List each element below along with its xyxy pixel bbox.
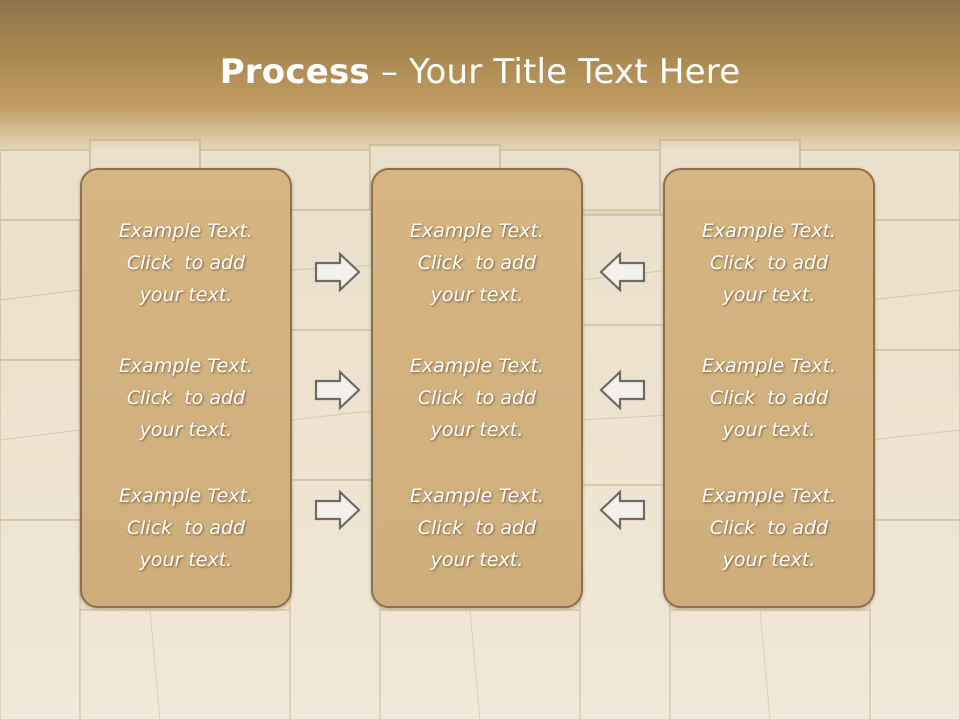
right-arrow-icon	[314, 251, 362, 293]
text-line: Click to add	[709, 517, 829, 539]
text-line: Example Text.	[701, 220, 837, 242]
slide-title[interactable]: Process – Your Title Text Here	[0, 52, 960, 92]
text-line: Example Text.	[701, 355, 837, 377]
text-line: your text.	[139, 419, 233, 441]
text-line: Click to add	[417, 252, 537, 274]
process-panel-left: Example Text. Click to add your text. Exam…	[80, 168, 292, 608]
text-placeholder[interactable]: Example Text. Click to add your text.	[373, 480, 581, 576]
text-line: Click to add	[417, 387, 537, 409]
text-line: Example Text.	[409, 355, 545, 377]
text-line: Click to add	[709, 387, 829, 409]
text-placeholder[interactable]: Example Text. Click to add your text.	[665, 350, 873, 446]
title-bold: Process	[219, 52, 370, 92]
text-line: your text.	[430, 549, 524, 571]
text-placeholder[interactable]: Example Text. Click to add your text.	[373, 350, 581, 446]
text-line: your text.	[139, 549, 233, 571]
text-line: your text.	[722, 549, 816, 571]
left-arrow-icon	[598, 489, 646, 531]
text-line: your text.	[430, 419, 524, 441]
text-placeholder[interactable]: Example Text. Click to add your text.	[82, 480, 290, 576]
text-line: your text.	[722, 284, 816, 306]
process-panel-center: Example Text. Click to add your text. Exam…	[371, 168, 583, 608]
text-line: Click to add	[126, 387, 246, 409]
text-line: Click to add	[417, 517, 537, 539]
text-placeholder[interactable]: Example Text. Click to add your text.	[665, 215, 873, 311]
left-arrow-icon	[598, 251, 646, 293]
text-line: Example Text.	[701, 485, 837, 507]
text-line: Click to add	[126, 252, 246, 274]
text-line: your text.	[722, 419, 816, 441]
text-line: Example Text.	[409, 220, 545, 242]
text-line: Click to add	[709, 252, 829, 274]
process-panel-right: Example Text. Click to add your text. Exam…	[663, 168, 875, 608]
text-placeholder[interactable]: Example Text. Click to add your text.	[373, 215, 581, 311]
text-line: your text.	[430, 284, 524, 306]
right-arrow-icon	[314, 489, 362, 531]
title-band	[0, 0, 960, 150]
text-placeholder[interactable]: Example Text. Click to add your text.	[665, 480, 873, 576]
text-line: Example Text.	[118, 355, 254, 377]
left-arrow-icon	[598, 369, 646, 411]
text-line: Click to add	[126, 517, 246, 539]
text-placeholder[interactable]: Example Text. Click to add your text.	[82, 215, 290, 311]
text-line: Example Text.	[118, 485, 254, 507]
right-arrow-icon	[314, 369, 362, 411]
text-line: Example Text.	[118, 220, 254, 242]
text-placeholder[interactable]: Example Text. Click to add your text.	[82, 350, 290, 446]
text-line: Example Text.	[409, 485, 545, 507]
text-line: your text.	[139, 284, 233, 306]
title-rest: – Your Title Text Here	[369, 52, 741, 92]
